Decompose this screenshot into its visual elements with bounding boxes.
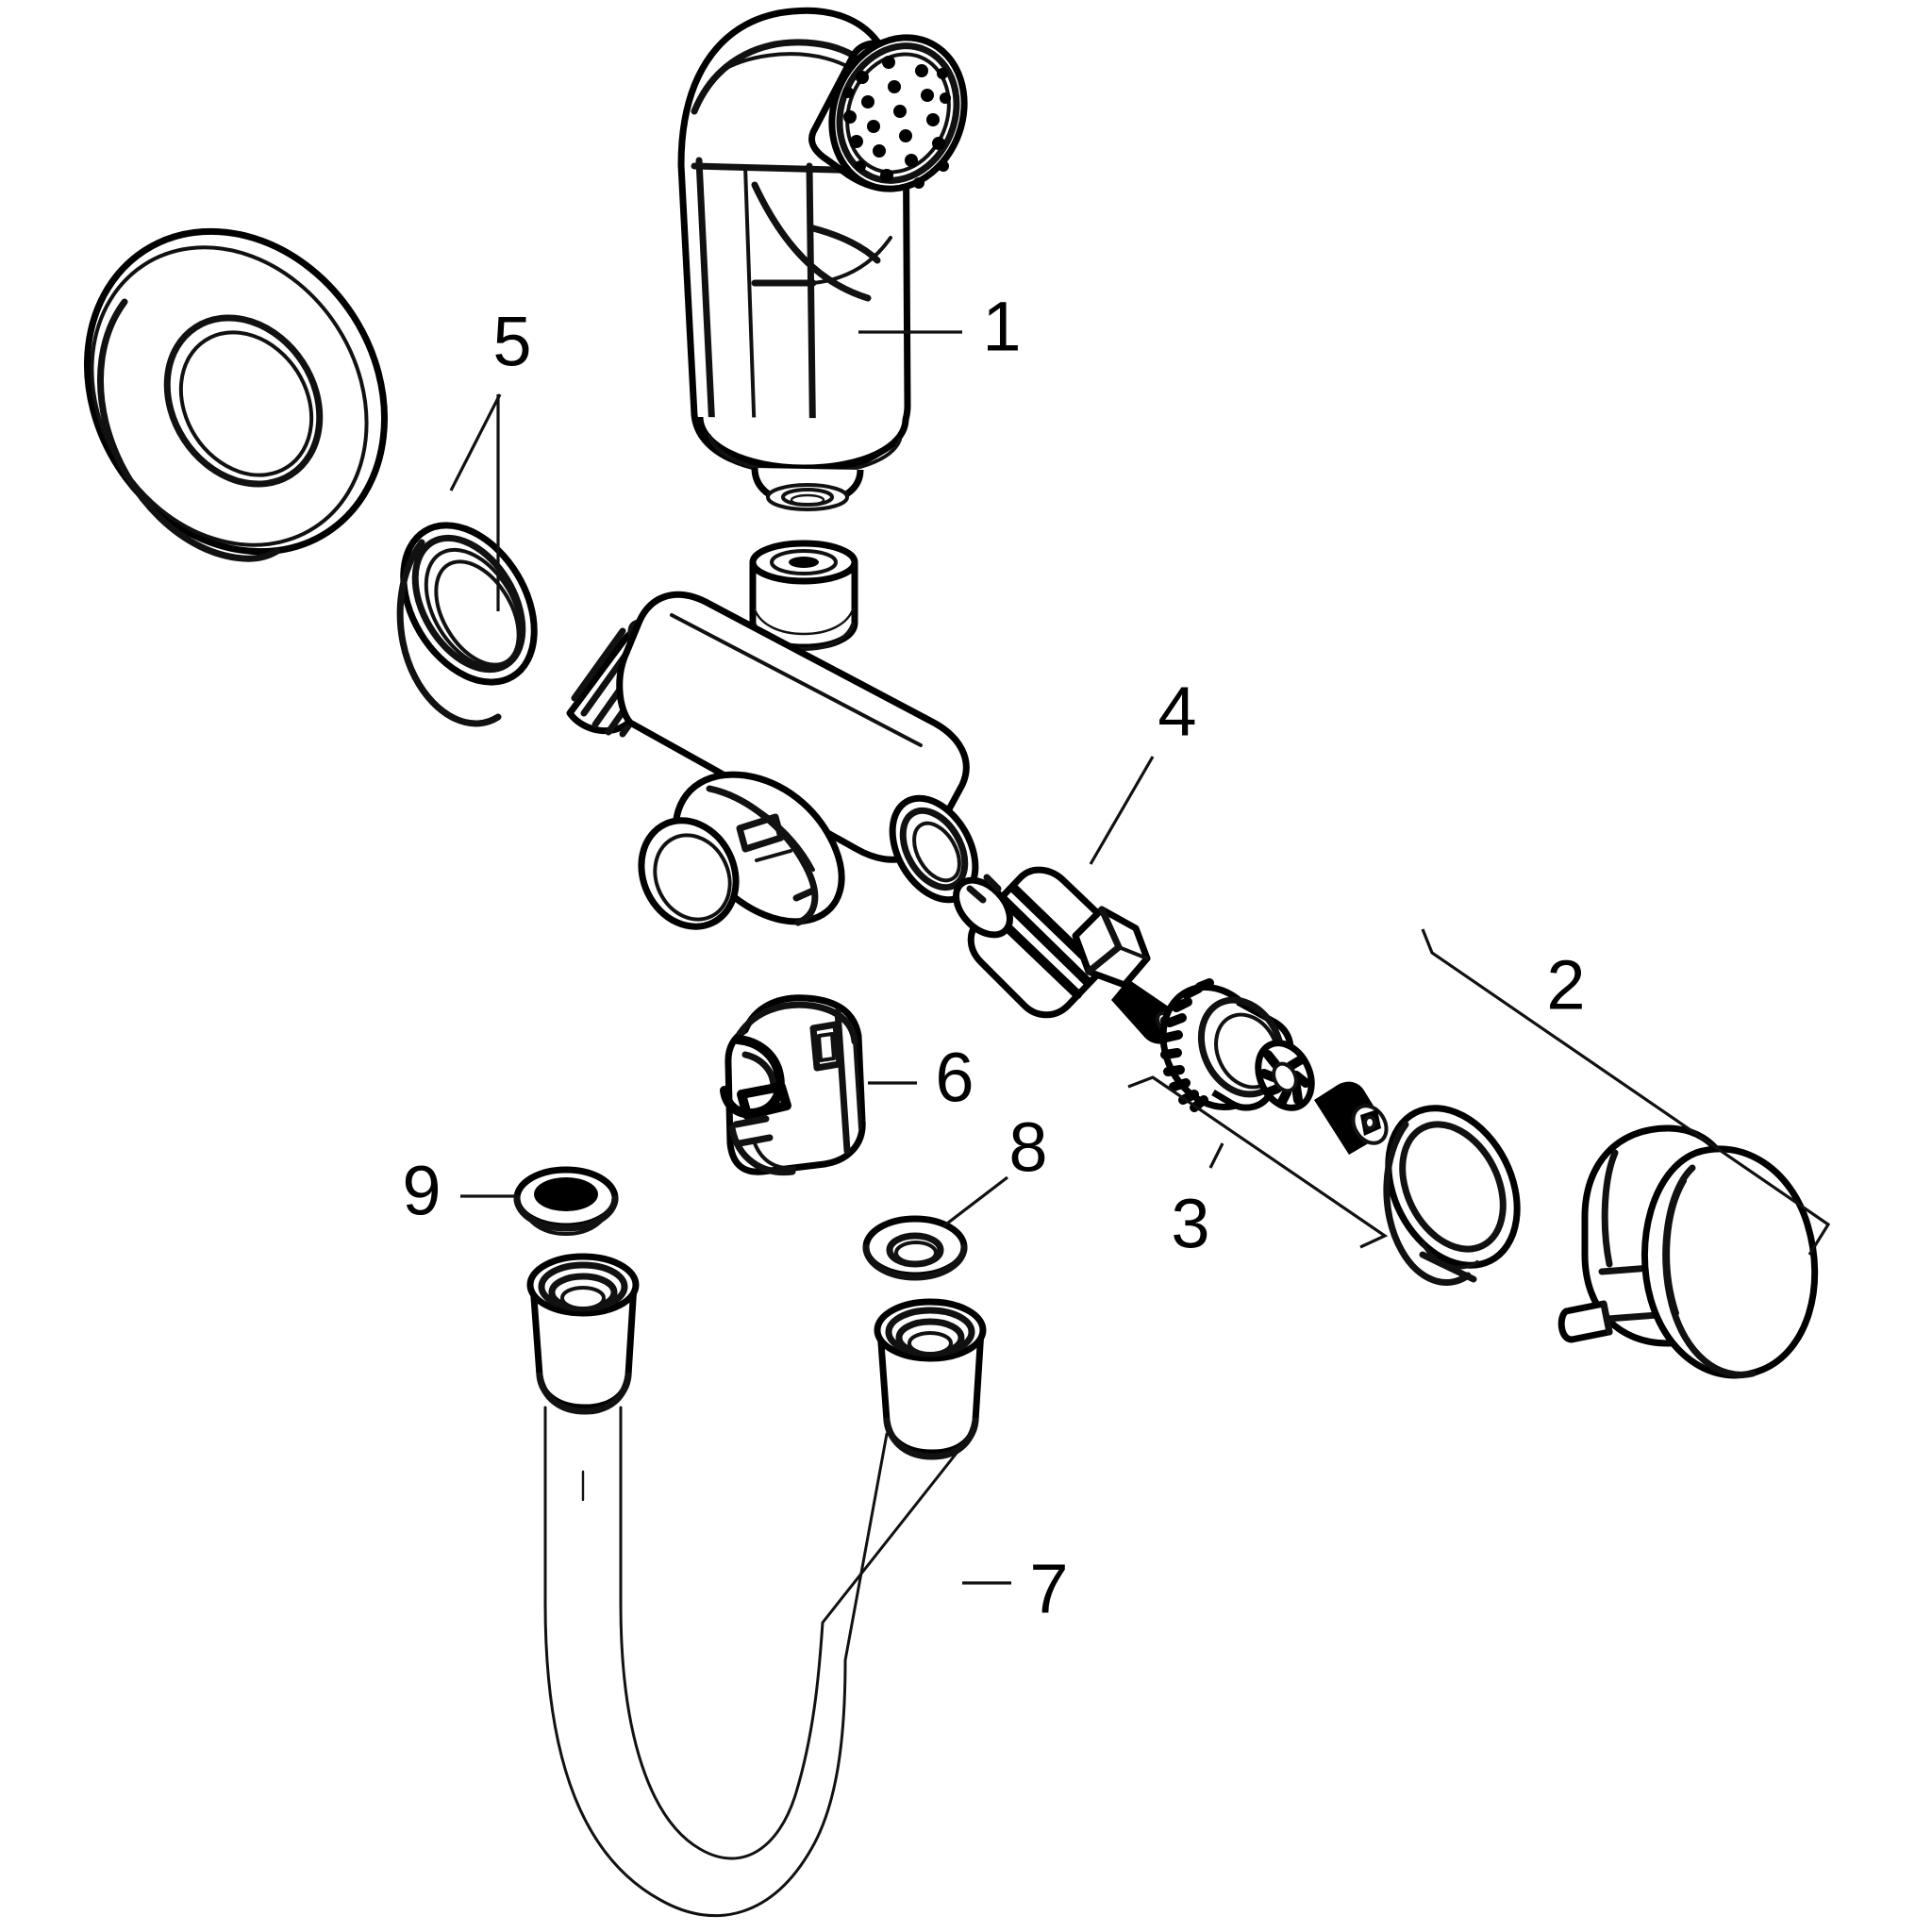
leader-3 bbox=[1208, 1142, 1224, 1169]
part-fixing-screw bbox=[1314, 1081, 1389, 1155]
part-flexible-hose bbox=[526, 1253, 987, 1918]
callout-number-3: 3 bbox=[1171, 1185, 1209, 1263]
callout-number-6: 6 bbox=[935, 1039, 974, 1117]
part-handle-knob bbox=[1557, 1124, 1819, 1379]
callout-number-2: 2 bbox=[1546, 946, 1585, 1024]
callout-number-1: 1 bbox=[982, 288, 1021, 366]
part-escutcheon-seal bbox=[396, 522, 538, 727]
leader-4 bbox=[1089, 756, 1155, 865]
part-escutcheon bbox=[84, 227, 388, 562]
spline-teeth bbox=[1259, 1050, 1310, 1108]
callout-number-5: 5 bbox=[492, 303, 531, 381]
callout-number-7: 7 bbox=[1029, 1550, 1068, 1628]
callout-number-4: 4 bbox=[1158, 673, 1196, 751]
part-wall-elbow-body bbox=[566, 591, 979, 930]
part-wall-bracket-clip bbox=[720, 994, 866, 1176]
leader-3-bracket bbox=[1127, 1075, 1389, 1249]
part-hose-seal bbox=[513, 1166, 619, 1236]
callout-layer: 1 2 3 4 5 6 7 8 9 bbox=[402, 288, 1831, 1628]
part-valve-cartridge bbox=[953, 866, 1180, 1044]
leader-5a bbox=[449, 393, 502, 491]
knurl-teeth bbox=[1160, 978, 1214, 1112]
spray-nozzle-holes bbox=[842, 56, 951, 189]
leader-2 bbox=[1421, 928, 1831, 1256]
part-flat-washer bbox=[862, 1215, 968, 1281]
part-hand-spray-head bbox=[677, 7, 968, 511]
part-flow-regulator bbox=[749, 540, 858, 651]
callout-number-8: 8 bbox=[1008, 1108, 1047, 1187]
leader-8 bbox=[942, 1175, 1008, 1228]
part-knurled-adaptor bbox=[1159, 978, 1315, 1112]
part-sleeve-ring bbox=[1383, 1105, 1521, 1286]
callout-number-9: 9 bbox=[402, 1152, 441, 1230]
